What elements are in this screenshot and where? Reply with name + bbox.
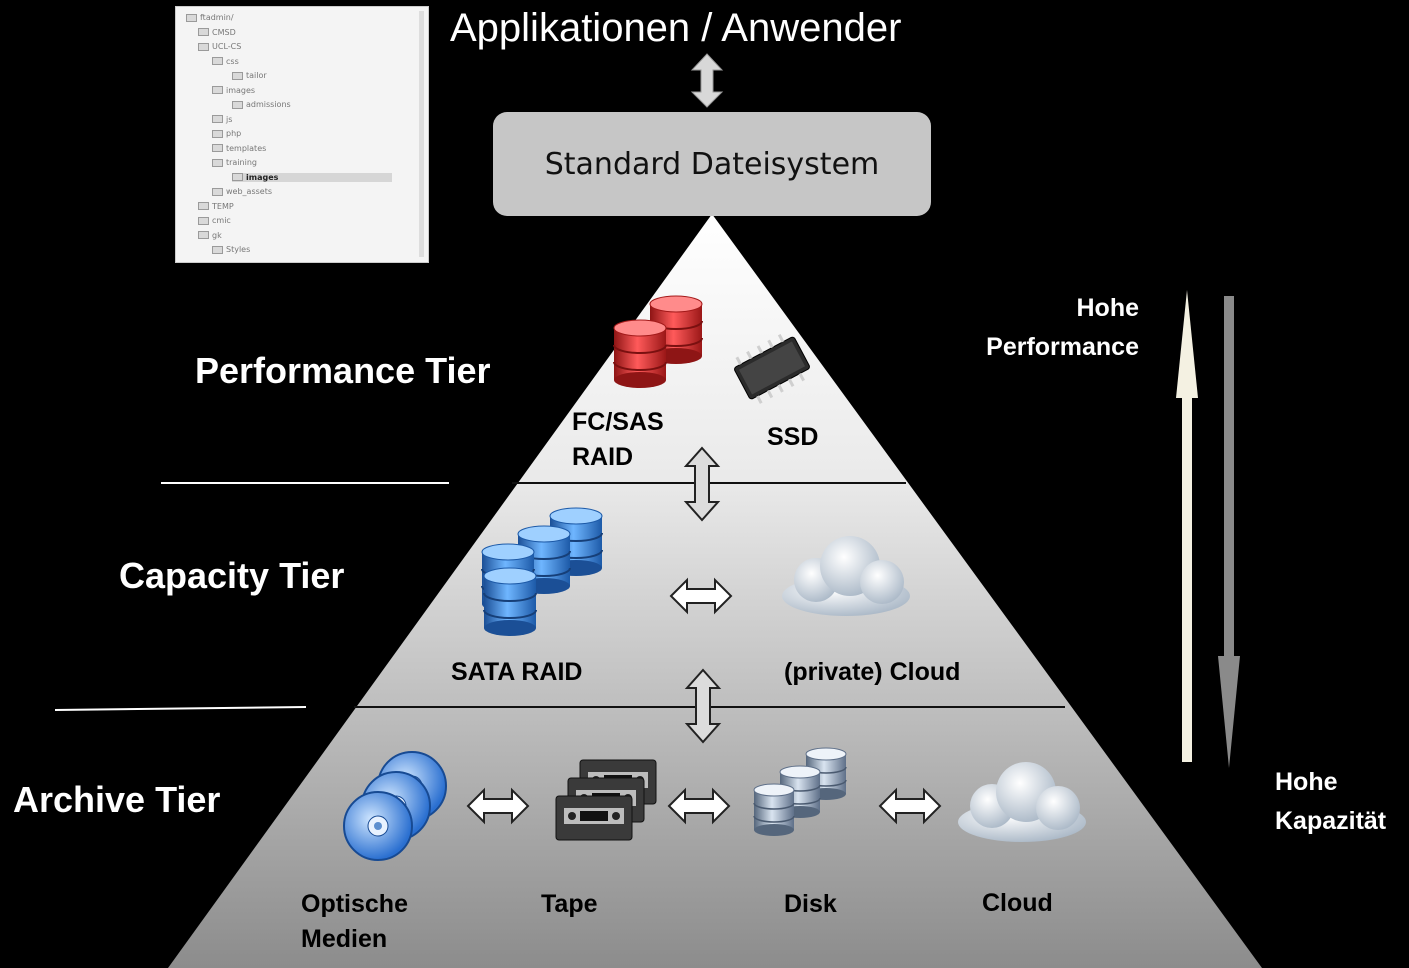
file-tree-row[interactable]: php	[212, 129, 241, 138]
file-tree-row[interactable]: js	[212, 115, 232, 124]
file-tree-row-label: web_assets	[226, 187, 273, 196]
high-performance-label: Hohe Performance	[986, 289, 1139, 367]
high-performance-line-2: Performance	[986, 333, 1139, 361]
cloud-label: Cloud	[982, 889, 1053, 917]
optical-line-2: Medien	[301, 925, 388, 953]
file-tree-row-label: UCL-CS	[212, 42, 242, 51]
folder-icon	[212, 187, 223, 196]
high-capacity-line-2: Kapazität	[1275, 807, 1387, 835]
capacity-down-arrow-icon	[1218, 296, 1240, 768]
file-tree-row[interactable]: web_assets	[212, 187, 272, 196]
file-tree-row[interactable]: templates	[212, 144, 266, 153]
folder-icon	[232, 71, 243, 80]
disk-label: Disk	[784, 890, 837, 918]
file-tree-row[interactable]: cmic	[198, 216, 231, 225]
file-tree-row-label: images	[246, 172, 279, 182]
file-tree-row-label: images	[226, 85, 256, 95]
file-tree-row-label: Styles	[226, 245, 251, 254]
folder-icon	[198, 42, 209, 51]
folder-icon	[232, 100, 243, 109]
file-tree-row[interactable]: css	[212, 57, 239, 66]
tree-scrollbar	[419, 11, 424, 257]
private-cloud-label: (private) Cloud	[784, 658, 961, 686]
file-tree-row-label: ftadmin/	[200, 13, 234, 22]
file-tree-row-label: CMSD	[212, 27, 236, 37]
folder-icon	[212, 158, 223, 167]
folder-icon	[198, 202, 209, 210]
optical-line-1: Optische	[301, 890, 408, 918]
file-tree-row-label: js	[226, 114, 233, 124]
folder-icon	[212, 245, 223, 254]
app-fs-arrow-icon	[690, 53, 724, 108]
sata-raid-label: SATA RAID	[451, 658, 583, 686]
fc-sas-line-2: RAID	[572, 443, 634, 471]
folder-icon	[212, 86, 223, 94]
file-tree-row-label: cmic	[212, 216, 231, 225]
filesystem-box: Standard Dateisystem	[493, 112, 931, 216]
ssd-chip-icon	[734, 334, 810, 404]
fc-sas-raid-label: FC/SAS RAID	[572, 405, 664, 475]
folder-icon	[198, 28, 209, 36]
file-tree-row[interactable]: training	[212, 158, 257, 167]
folder-icon	[186, 13, 197, 22]
left-divider-2	[54, 706, 307, 711]
optical-media-label: Optische Medien	[301, 887, 408, 957]
file-tree-row[interactable]: images	[212, 86, 255, 95]
page-title: Applikationen / Anwender	[450, 6, 902, 50]
file-tree-row[interactable]: gk	[198, 231, 222, 240]
high-capacity-label: Hohe Kapazität	[1275, 763, 1386, 841]
file-tree-row[interactable]: ftadmin/	[186, 13, 234, 22]
capacity-tier-label: Capacity Tier	[119, 555, 345, 596]
tape-label: Tape	[541, 890, 598, 918]
file-tree-row[interactable]: UCL-CS	[198, 42, 241, 51]
high-performance-line-1: Hohe	[1076, 294, 1140, 322]
file-tree-row-label: php	[226, 129, 242, 138]
folder-icon	[232, 173, 243, 181]
file-tree-row[interactable]: admissions	[232, 100, 291, 109]
file-tree-row-label: templates	[226, 143, 267, 153]
folder-icon	[212, 144, 223, 152]
file-tree-row[interactable]: TEMP	[198, 202, 234, 211]
folder-icon	[212, 129, 223, 138]
folder-icon	[198, 216, 209, 225]
ssd-label: SSD	[767, 423, 819, 451]
file-tree-row-label: css	[226, 56, 239, 66]
file-tree-row-label: admissions	[246, 100, 291, 109]
file-tree-row-label: gk	[212, 230, 222, 240]
file-tree-row[interactable]: images	[232, 172, 392, 182]
performance-up-arrow-icon	[1176, 290, 1198, 762]
performance-tier-label: Performance Tier	[195, 350, 491, 391]
high-capacity-line-1: Hohe	[1275, 768, 1338, 796]
file-tree-row[interactable]: Styles	[212, 245, 250, 254]
file-tree-thumbnail: ftadmin/CMSD UCL-CS css tailor images admissi…	[175, 6, 429, 263]
file-tree-row-label: TEMP	[212, 201, 234, 211]
folder-icon	[212, 115, 223, 123]
file-tree-row-label: tailor	[246, 71, 267, 80]
filesystem-box-label: Standard Dateisystem	[544, 146, 880, 182]
folder-icon	[198, 231, 209, 239]
file-tree-row[interactable]: tailor	[232, 71, 267, 80]
file-tree-row-label: training	[226, 158, 257, 167]
file-tree-row[interactable]: CMSD	[198, 28, 236, 37]
fc-sas-line-1: FC/SAS	[572, 408, 664, 436]
archive-tier-label: Archive Tier	[13, 779, 221, 820]
folder-icon	[212, 57, 223, 65]
